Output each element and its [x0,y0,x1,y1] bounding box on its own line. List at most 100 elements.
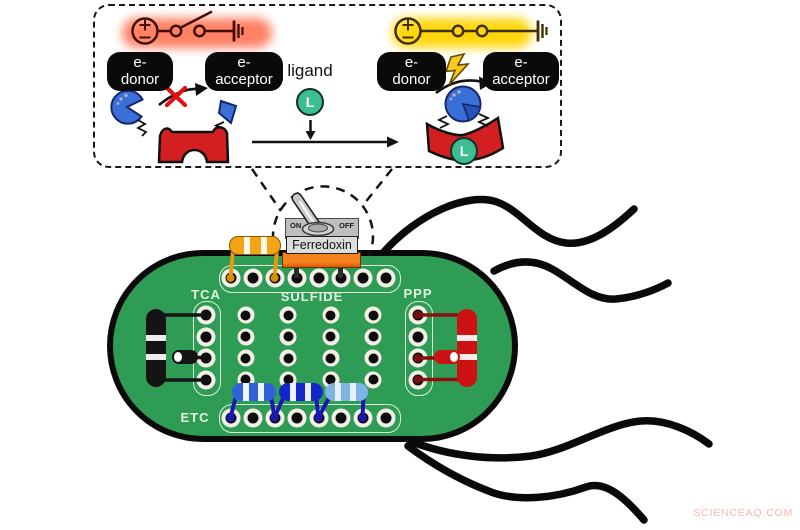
wire-plug [226,274,235,282]
flagellum [378,195,638,258]
e-acceptor-pill: e- acceptor [205,52,283,91]
board-hole-center [283,331,293,342]
board-hole-center [368,310,378,320]
lever-highlight [298,200,318,228]
resistor-stripe [261,237,267,254]
wire-plug [413,375,422,384]
pill-line: e- [237,54,251,72]
wire-plug [202,375,210,384]
board-hole-center [325,310,336,320]
ligand-icon: L [296,88,324,116]
lightning-icon [444,52,470,86]
board-hole-center [368,331,378,342]
resistor-stripe [335,383,341,401]
wire-plug [358,413,367,422]
blocked-arrow-icon [158,83,208,108]
etc-resistor-2 [279,383,323,401]
board-hole [279,306,297,324]
reaction-arrow [252,136,399,148]
resistor-stripe [457,354,477,360]
closed-circuit-icon [394,17,548,45]
board-hole [376,268,395,288]
board-hole-center [335,412,346,423]
tca-column-outline [193,301,221,396]
switch-lever [291,192,335,237]
switch-name-plate: Ferredoxin [286,236,358,254]
lever-collar [308,223,328,233]
sulfide-label: SULFIDE [280,289,344,304]
bound-ligand-icon: L [450,137,478,165]
diode-cap [174,352,182,362]
board-hole [196,327,216,346]
board-hole [309,268,328,288]
board-hole [364,371,382,388]
resistor-stripe [258,383,264,401]
ppp-label: PPP [403,286,433,301]
watermark: SCIENCEAQ.COM [693,507,793,519]
board-hole [237,349,254,367]
open-circuit-icon [131,10,244,45]
board-hole-center [240,374,251,385]
board-hole-center [283,353,293,363]
board-hole-center [291,412,302,423]
ligand-label: ligand [287,61,333,80]
board-hole-center [200,331,212,342]
resistor-stripe [146,354,166,360]
wire-plug [202,354,210,362]
wire-plug [314,413,323,422]
etc-resistor-3 [325,383,368,401]
etc-resistor-1 [232,383,276,401]
board-hole [408,327,427,346]
board-hole-center [240,353,251,363]
board-hole [243,268,262,288]
pill-line: donor [120,70,160,88]
board-hole-center [325,353,336,363]
pill-line: e- [133,54,147,72]
board-hole-center [357,272,368,284]
board-hole-center [368,374,378,385]
flagellum [490,258,672,303]
ppp-column-outline [404,301,433,396]
resistor-stripe [457,335,477,341]
resistor-stripe [244,237,250,254]
diode-cap [450,352,458,362]
board-hole-center [240,310,251,320]
board-hole [237,306,254,324]
resistor-stripe [243,383,249,401]
flagellum [404,442,648,524]
ligand-down-arrow [305,120,316,140]
resistor-stripe [350,383,356,401]
wire [228,248,235,280]
wire-plug [413,311,422,319]
wire-plug [270,274,279,282]
etc-label: ETC [180,410,210,425]
pill-line: acceptor [492,70,550,88]
board-hole [279,328,297,345]
board-hole [331,408,350,427]
resistor-stripe [146,335,166,341]
sulfide-resistor [229,236,281,255]
resistor-stripe [305,383,311,401]
board-hole-center [240,331,251,342]
board-hole-center [380,412,391,423]
board-hole-center [412,331,423,342]
board-hole-center [368,353,378,363]
pill-line: donor [392,70,431,88]
funnel-dash-circle [271,185,375,257]
tca-diode [172,350,198,364]
pill-line: e- [404,54,419,72]
wire [272,248,279,280]
e-acceptor-pill: e- acceptor [483,52,559,91]
tca-label: TCA [191,287,221,302]
resistor-stripe [290,383,296,401]
board-hole [322,306,339,324]
funnel-dash-right [363,168,393,205]
board-hole-center [380,272,391,284]
pill-line: acceptor [215,70,273,88]
board-hole-center [283,310,293,320]
board-hole-center [283,374,293,385]
board-hole [364,306,382,324]
wire-plug [270,413,279,422]
